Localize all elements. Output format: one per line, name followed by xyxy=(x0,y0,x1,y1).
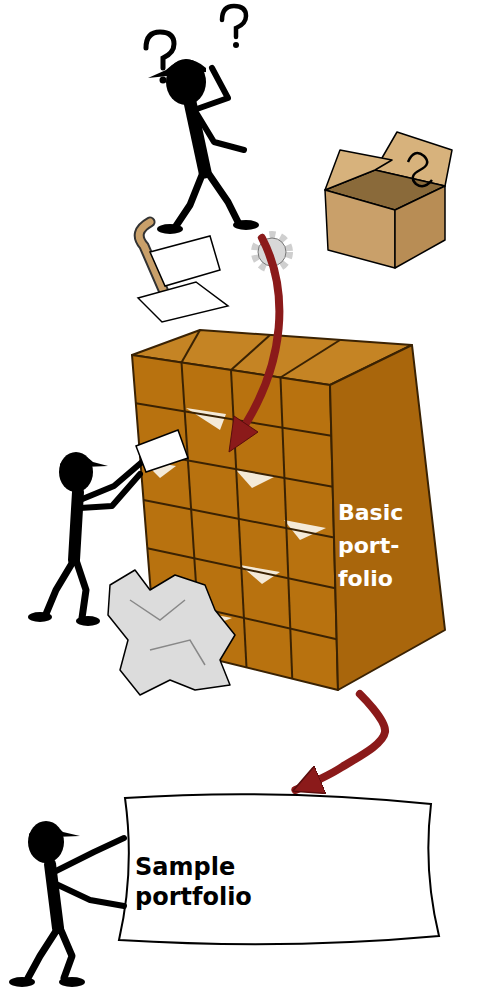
question-mark xyxy=(146,32,174,68)
shelf-divider xyxy=(231,335,270,370)
leg xyxy=(176,170,204,226)
text-holder: Sample portfolio xyxy=(135,852,295,912)
cabinet-side xyxy=(330,345,445,690)
shoe xyxy=(59,977,85,987)
box-squiggle xyxy=(408,153,432,186)
box-flap xyxy=(325,150,392,190)
filed-paper xyxy=(186,408,226,430)
shelf-divider xyxy=(182,330,201,363)
crumpled-paper xyxy=(108,570,235,695)
shoe xyxy=(233,220,259,230)
arm xyxy=(197,114,244,150)
arm xyxy=(80,474,140,508)
node-label: Basic port- folio xyxy=(338,496,430,595)
flow-arrowhead xyxy=(229,416,258,452)
shelf-divider xyxy=(144,500,335,538)
filed-paper xyxy=(284,520,326,540)
question-mark xyxy=(222,6,246,37)
crumple-lines xyxy=(130,600,205,665)
paper-outline xyxy=(119,794,439,944)
shoe xyxy=(157,224,183,234)
box-front xyxy=(325,190,395,268)
shelf-divider xyxy=(281,340,341,378)
arm xyxy=(54,838,124,872)
torso xyxy=(74,492,78,560)
loose-paper xyxy=(150,236,220,286)
paper-sheet: Sample portfolio xyxy=(105,790,445,950)
node-label: Sample portfolio xyxy=(135,852,295,912)
arm xyxy=(56,884,124,906)
shoe xyxy=(76,616,100,626)
presenting-figure xyxy=(9,821,124,987)
leg xyxy=(60,928,72,978)
leg xyxy=(206,170,238,222)
shoe xyxy=(28,612,52,622)
leg xyxy=(28,928,58,978)
flow-arrow xyxy=(245,238,279,425)
cap xyxy=(60,454,108,468)
held-paper xyxy=(136,430,188,472)
leg xyxy=(76,560,86,618)
loose-paper xyxy=(138,282,228,322)
box-side xyxy=(395,186,445,268)
confused-figure xyxy=(146,6,259,234)
leg xyxy=(46,560,74,614)
filing-figure xyxy=(28,430,188,626)
scattered-items xyxy=(138,222,289,322)
flow-arrow xyxy=(295,694,385,790)
question-mark-dot xyxy=(160,77,167,84)
open-box xyxy=(325,132,452,268)
arm xyxy=(194,68,228,110)
cap xyxy=(29,824,80,838)
shoe xyxy=(9,977,35,987)
cap xyxy=(148,59,206,78)
question-mark-dot xyxy=(233,42,239,48)
text-holder: Basic port- folio xyxy=(338,496,430,595)
